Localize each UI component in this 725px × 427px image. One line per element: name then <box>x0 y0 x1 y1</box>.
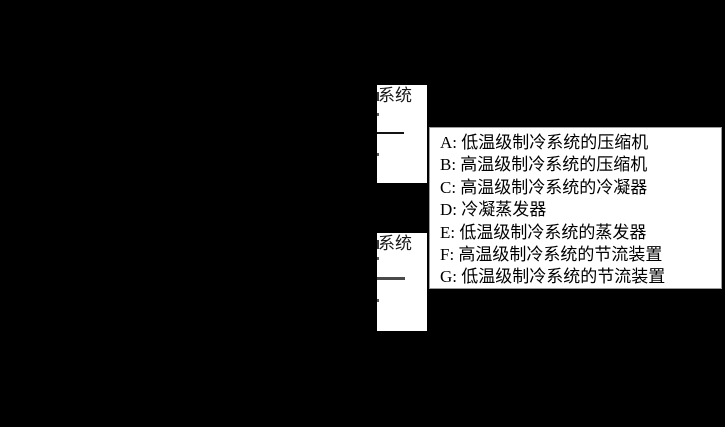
lower-system-label: 系统 <box>378 234 412 253</box>
legend-item-g: G: 低温级制冷系统的节流装置 <box>440 267 666 287</box>
upper-line-segment <box>377 132 404 134</box>
clipped-line-stub <box>377 153 379 156</box>
upper-system-label: 系统 <box>378 86 412 105</box>
clipped-line-stub <box>377 299 379 302</box>
legend-item-d: D: 冷凝蒸发器 <box>440 200 547 220</box>
clipped-character-sliver <box>377 92 379 101</box>
lower-line-segment <box>377 277 405 280</box>
legend-item-f: F: 高温级制冷系统的节流装置 <box>440 245 663 265</box>
clipped-character-sliver <box>377 240 379 249</box>
clipped-line-stub <box>377 257 379 260</box>
clipped-line-stub <box>377 113 379 116</box>
legend-item-b: B: 高温级制冷系统的压缩机 <box>440 155 648 175</box>
upper-system-box: 系统 <box>377 85 427 183</box>
legend-item-e: E: 低温级制冷系统的蒸发器 <box>440 222 647 242</box>
legend-item-a: A: 低温级制冷系统的压缩机 <box>440 133 649 152</box>
legend-panel: A: 低温级制冷系统的压缩机 B: 高温级制冷系统的压缩机 C: 高温级制冷系统… <box>429 127 722 289</box>
lower-system-box: 系统 <box>377 233 427 331</box>
legend-item-c: C: 高温级制冷系统的冷凝器 <box>440 177 648 197</box>
